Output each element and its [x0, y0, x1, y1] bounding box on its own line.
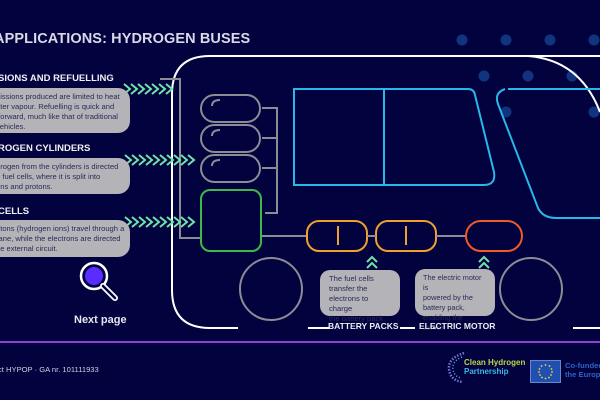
card-line: vehicles. [0, 122, 26, 131]
eu-stars-icon [538, 364, 553, 380]
hydrogen-pipe [160, 78, 200, 239]
card-line: battery pack, [423, 303, 465, 312]
card-line: nissions produced are limited to heat [0, 92, 120, 101]
rear-wheel [499, 257, 563, 321]
chevron-arrows [123, 83, 196, 228]
card-line: electrons to charge [329, 294, 369, 313]
magnifier-icon[interactable] [76, 258, 124, 308]
fuel-cell [200, 189, 262, 252]
battery-info-card: The fuel cells transfer the electrons to… [320, 270, 400, 323]
up-chevrons [366, 255, 490, 269]
hydrogen-cylinders [200, 94, 278, 214]
eu-text-line2: the Europe [565, 370, 600, 379]
section-card-cylinders: drogen from the cylinders is directed e … [0, 158, 130, 194]
card-line: e fuel cells, where it is split into [0, 172, 101, 181]
card-line: The fuel cells [329, 274, 374, 283]
card-line: tforward, much like that of traditional [0, 112, 118, 121]
electric-motor-label: ELECTRIC MOTOR [419, 321, 496, 331]
next-page-link[interactable]: Next page [74, 314, 127, 326]
electric-motor [465, 220, 523, 252]
section-card-fuel-cells: otons (hydrogen ions) travel through a r… [0, 220, 130, 257]
partner-name-line1: Clean Hydrogen [464, 358, 526, 367]
eu-flag-icon [530, 360, 561, 383]
front-wheel [239, 257, 303, 321]
footer-divider [0, 341, 600, 343]
card-line: he external circuit. [0, 244, 58, 253]
project-reference: ct HYPOP · GA nr. 101111933 [0, 365, 99, 374]
card-line: rane, while the electrons are directed [0, 234, 121, 243]
card-line: The electric motor is [423, 273, 482, 292]
card-line: enabling the vehicle [423, 313, 463, 332]
eu-funding-text: Co-funded the Europe [565, 361, 600, 379]
card-line: transfer the [329, 284, 368, 293]
page-title: APPLICATIONS: HYDROGEN BUSES [0, 31, 251, 47]
eu-text-line1: Co-funded [565, 361, 600, 370]
partnership-swirl-icon [447, 351, 465, 384]
motor-info-card: The electric motor is powered by the bat… [415, 269, 495, 332]
card-line: otons (hydrogen ions) travel through a [0, 224, 125, 233]
card-line: powered by the [423, 293, 473, 302]
card-line: ons and protons. [0, 182, 53, 191]
card-line: ater vapour. Refuelling is quick and [0, 102, 115, 111]
windows [293, 88, 600, 219]
section-card-emissions: nissions produced are limited to heat at… [0, 88, 130, 133]
clean-hydrogen-logo: Clean Hydrogen Partnership [446, 350, 536, 384]
bus-body-outline [171, 55, 600, 329]
card-line: the battery pack. [329, 314, 386, 323]
section-heading-cylinders: ROGEN CYLINDERS [0, 143, 91, 154]
battery-packs-label: BATTERY PACKS [328, 321, 399, 331]
section-heading-emissions: SIONS AND REFUELLING [0, 73, 114, 84]
decorative-dots [456, 34, 600, 118]
partner-name-line2: Partnership [464, 367, 509, 376]
card-line: drogen from the cylinders is directed [0, 162, 119, 171]
section-heading-fuel-cells: CELLS [0, 206, 30, 217]
